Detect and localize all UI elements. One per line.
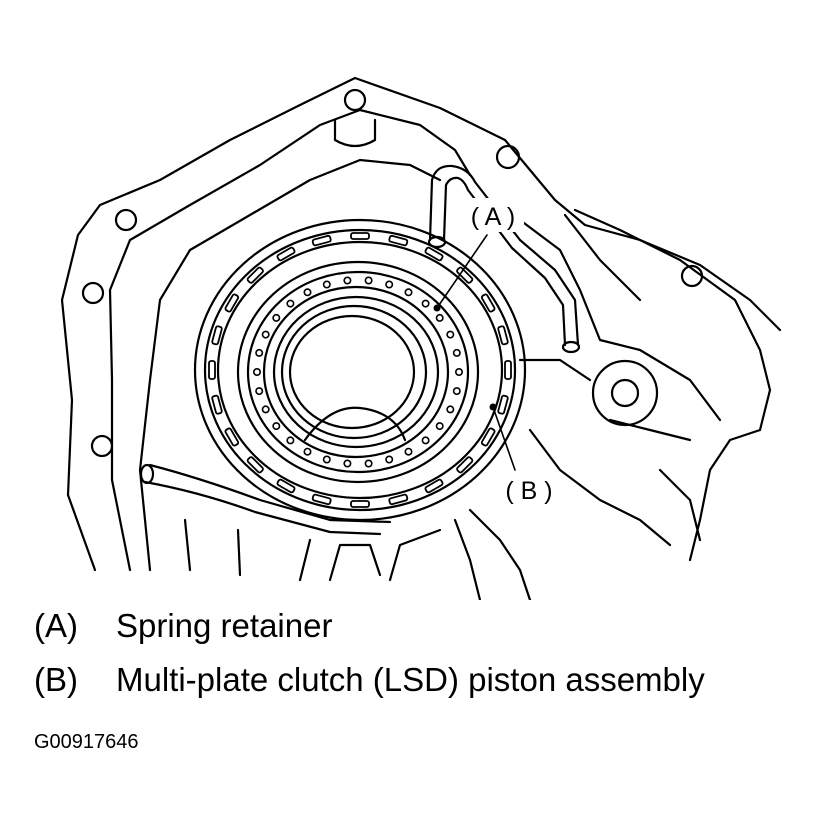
piston-slot	[456, 266, 474, 284]
piston-slot	[311, 234, 332, 247]
piston-slot	[211, 325, 223, 346]
callout-b-label: ( B )	[505, 477, 552, 505]
retainer-hole	[255, 348, 264, 357]
retainer-hole	[404, 447, 413, 456]
retainer-hole	[322, 280, 331, 289]
retainer-hole	[272, 313, 281, 322]
fluid-pipe-top	[428, 164, 580, 347]
retainer-hole	[446, 330, 455, 339]
piston-slot	[388, 234, 409, 247]
piston-slot	[208, 360, 216, 380]
fluid-pipe-bottom	[148, 463, 392, 524]
bolt-hole	[680, 264, 704, 288]
piston-slot	[350, 500, 370, 508]
piston-slot	[480, 427, 496, 447]
retainer-hole	[261, 405, 270, 414]
piston-slot	[424, 246, 444, 262]
retainer-hole	[364, 459, 373, 468]
piston-slot	[497, 394, 509, 415]
retainer-hole	[286, 299, 295, 308]
legend-item-b: (B) Multi-plate clutch (LSD) piston assem…	[34, 661, 705, 699]
piston-slot	[504, 360, 512, 380]
retainer-hole	[272, 422, 281, 431]
piston-slot	[350, 232, 370, 240]
piston-slot	[224, 427, 240, 447]
retainer-hole	[322, 455, 331, 464]
callout-b-dot	[489, 403, 497, 411]
spring-retainer-holes	[253, 276, 463, 468]
callout-a-dot	[433, 304, 441, 312]
retainer-hole	[343, 276, 352, 285]
legend-item-a: (A) Spring retainer	[34, 607, 332, 645]
bolt-boss-outer	[591, 359, 659, 427]
retainer-hole	[343, 459, 352, 468]
retainer-hole	[435, 313, 444, 322]
bolt-hole	[90, 434, 114, 458]
piston-slot	[388, 493, 409, 506]
retainer-hole	[303, 447, 312, 456]
callout-a-label: ( A )	[471, 203, 515, 231]
retainer-hole	[452, 387, 461, 396]
retainer-hole	[421, 299, 430, 308]
legend-text-a: Spring retainer	[116, 607, 333, 644]
piston-slot	[497, 325, 509, 346]
retainer-hole	[286, 436, 295, 445]
bolt-boss-hole	[610, 378, 640, 408]
transmission-housing-diagram: ( A ) ( B )	[60, 76, 782, 600]
piston-slot	[246, 266, 264, 284]
bolt-hole	[343, 88, 367, 112]
retainer-hole	[421, 436, 430, 445]
retainer-hole	[385, 280, 394, 289]
retainer-hole	[452, 348, 461, 357]
piston-slot	[424, 478, 444, 494]
retainer-hole	[261, 330, 270, 339]
housing-inner-flange	[108, 108, 472, 572]
retainer-hole	[435, 422, 444, 431]
piston-slot	[224, 293, 240, 313]
legend-key-a: (A)	[34, 607, 78, 644]
bolt-hole	[114, 208, 138, 232]
piston-slot	[311, 493, 332, 506]
retainer-hole	[253, 367, 262, 376]
retainer-hole	[404, 288, 413, 297]
retainer-hole	[364, 276, 373, 285]
figure-id: G00917646	[34, 731, 139, 753]
piston-slot	[246, 456, 264, 474]
retainer-hole	[446, 405, 455, 414]
bolt-hole	[495, 144, 521, 170]
piston-assembly	[193, 218, 527, 522]
piston-slot	[456, 456, 474, 474]
retainer-hole	[454, 367, 463, 376]
piston-slot	[276, 246, 296, 262]
bolt-hole	[81, 281, 105, 305]
piston-slot	[480, 293, 496, 313]
retainer-hole	[255, 387, 264, 396]
retainer-hole	[385, 455, 394, 464]
piston-slot	[276, 478, 296, 494]
piston-slots	[208, 232, 512, 508]
housing-outer-flange	[60, 76, 782, 572]
piston-slot	[211, 394, 223, 415]
legend-text-b: Multi-plate clutch (LSD) piston assembly	[116, 661, 705, 698]
retainer-hole	[303, 288, 312, 297]
legend-key-b: (B)	[34, 661, 78, 698]
